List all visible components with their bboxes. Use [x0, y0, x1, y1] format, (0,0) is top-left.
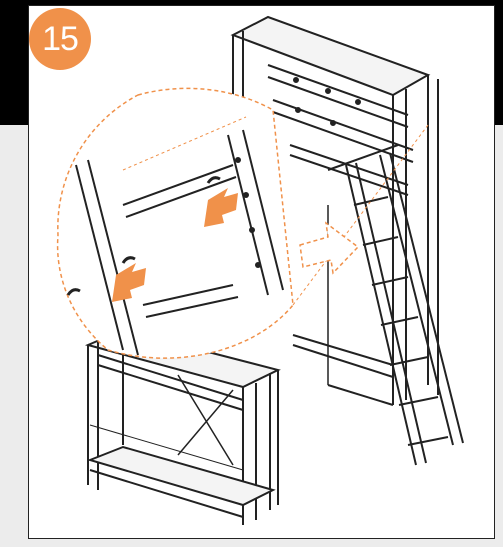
library-ladder-icon: [327, 144, 464, 466]
direction-arrow-icon: [299, 221, 360, 275]
shelving-unit-icon: [84, 15, 439, 525]
magnifier-callout-icon: [56, 87, 429, 359]
assembly-illustration: [56, 15, 464, 525]
step-number-badge: 15: [29, 8, 91, 70]
